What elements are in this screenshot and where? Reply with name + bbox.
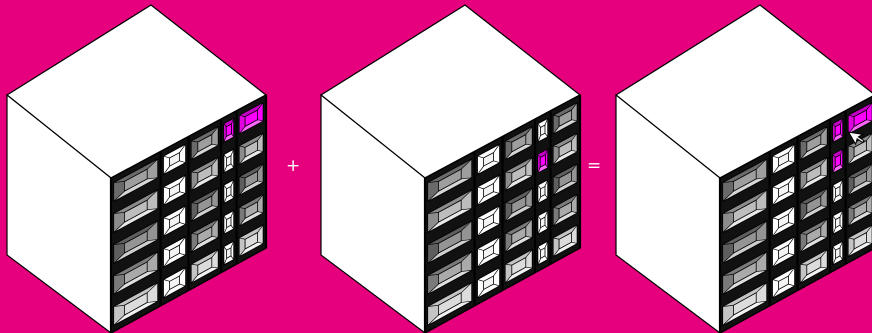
cube-middle xyxy=(321,5,580,333)
cube-left xyxy=(7,5,266,333)
cube-right xyxy=(616,5,872,333)
plus-operator: + xyxy=(286,158,300,175)
equals-operator: = xyxy=(587,158,601,175)
